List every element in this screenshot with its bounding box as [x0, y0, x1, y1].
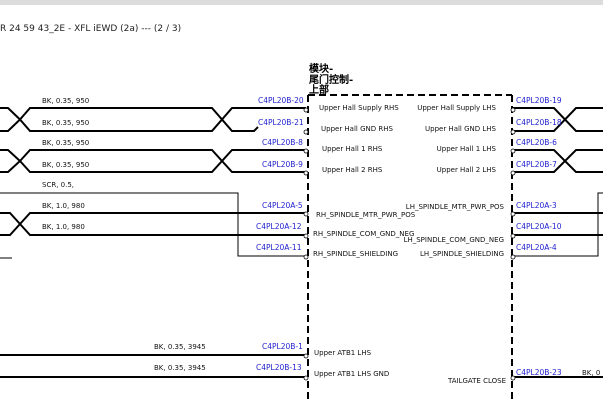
inner-left-label: Upper Hall Supply RHS [319, 104, 399, 112]
right-pin-label: C4PL20B-18 [516, 118, 562, 127]
inner-left-label: Upper ATB1 LHS [314, 349, 372, 357]
left-pin-label: C4PL20A-5 [262, 201, 303, 210]
wire-label: BK, 0.35, 950 [42, 119, 89, 127]
module-title-2: 尾门控制- [309, 73, 353, 86]
diagram-title: R 24 59 43_2E - XFL iEWD (2a) --- (2 / 3… [0, 24, 182, 34]
wire-label: BK, 0.35, 950 [42, 139, 89, 147]
inner-left-label: Upper ATB1 LHS GND [314, 370, 389, 378]
inner-left-label: RH_SPINDLE_SHIELDING [313, 250, 398, 258]
inner-right-label: LH_SPINDLE_MTR_PWR_POS [406, 203, 505, 211]
module-title-1: 模块- [309, 62, 333, 75]
left-pin-label: C4PL20B-13 [256, 363, 302, 372]
wire-label: BK, 1.0, 980 [42, 223, 85, 231]
wire-label-partial: BK, 0 [582, 369, 600, 377]
top-bar [0, 0, 603, 5]
inner-left-label: Upper Hall GND RHS [321, 125, 393, 133]
wire-label: BK, 0.35, 3945 [154, 364, 206, 372]
inner-right-label: Upper Hall Supply LHS [417, 104, 496, 112]
right-pin-label: C4PL20B-7 [516, 160, 557, 169]
inner-left-label: RH_SPINDLE_COM_GND_NEG [313, 230, 414, 238]
left-pin-label: C4PL20B-21 [258, 118, 304, 127]
inner-left-label: RH_SPINDLE_MTR_PWR_POS [316, 211, 416, 219]
wire-label: BK, 0.35, 950 [42, 161, 89, 169]
wire-label: BK, 0.35, 3945 [154, 343, 206, 351]
twisted-pair-1 [0, 107, 603, 132]
inner-right-label: Upper Hall 1 LHS [437, 145, 497, 153]
right-pin-label: C4PL20B-6 [516, 138, 557, 147]
inner-right-label: Upper Hall GND LHS [425, 125, 497, 133]
twisted-pair-2 [0, 149, 603, 173]
right-pin-label: C4PL20B-19 [516, 96, 562, 105]
left-pin-label: C4PL20B-20 [258, 96, 304, 105]
wire-label: BK, 0.35, 950 [42, 97, 89, 105]
inner-right-label: LH_SPINDLE_COM_GND_NEG [404, 236, 504, 244]
left-pin-label: C4PL20A-12 [256, 222, 302, 231]
atb-wires [0, 354, 603, 378]
inner-left-label: Upper Hall 1 RHS [322, 145, 383, 153]
inner-left-label: Upper Hall 2 RHS [322, 166, 383, 174]
right-pin-label: C4PL20B-23 [516, 368, 562, 377]
right-pin-label: C4PL20A-10 [516, 222, 562, 231]
inner-right-label: Upper Hall 2 LHS [437, 166, 497, 174]
left-pin-label: C4PL20B-9 [262, 160, 303, 169]
spindle-pair [0, 212, 603, 236]
left-pin-label: C4PL20B-8 [262, 138, 303, 147]
inner-right-label: TAILGATE CLOSE [447, 377, 506, 385]
right-pin-label: C4PL20A-3 [516, 201, 557, 210]
left-pin-label: C4PL20B-1 [262, 342, 303, 351]
left-pin-label: C4PL20A-11 [256, 243, 302, 252]
module-title-3: 上部 [309, 83, 329, 96]
right-pin-label: C4PL20A-4 [516, 243, 557, 252]
inner-right-label: LH_SPINDLE_SHIELDING [420, 250, 504, 258]
pin-terminals [303, 107, 516, 381]
wire-label: SCR, 0.5, [42, 181, 74, 189]
shield-outline [0, 192, 603, 259]
wire-label: BK, 1.0, 980 [42, 202, 85, 210]
